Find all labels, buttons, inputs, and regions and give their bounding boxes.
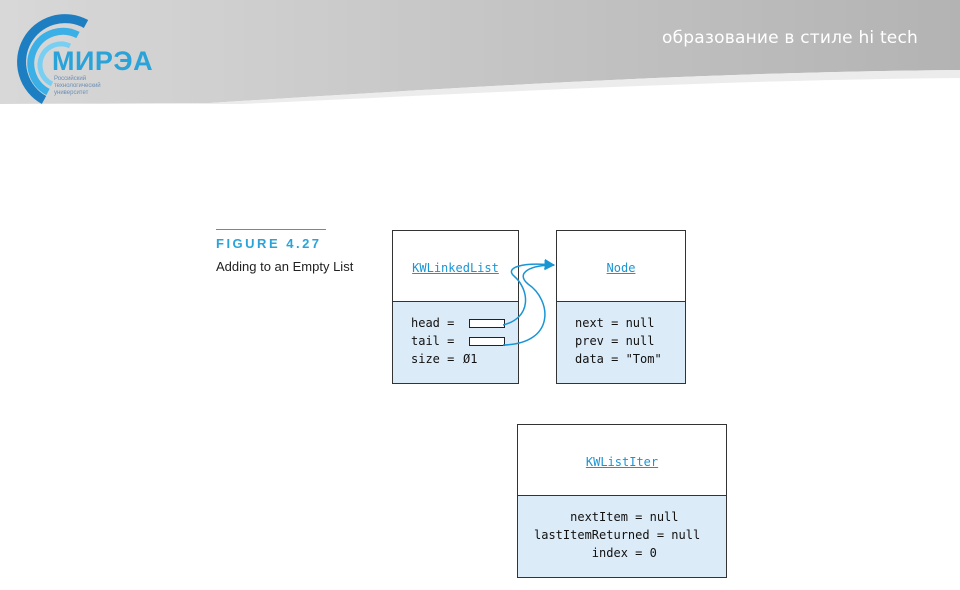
logo-subtitle-line: Российский (54, 76, 87, 82)
node-fields: next = null prev = null data = "Tom" (557, 301, 685, 383)
slogan: образование в стиле hi tech (662, 28, 918, 48)
kwlinkedlist-fields: head = tail = size = Ø1 (393, 301, 518, 383)
kwlistiter-box: KWListIter nextItem = null lastItemRetur… (517, 424, 727, 578)
figure-label: FIGURE 4.27 (216, 236, 322, 251)
field-lastitemreturned: lastItemReturned = null (534, 528, 701, 542)
field-tail: tail = (411, 334, 455, 348)
node-name: Node (606, 261, 636, 275)
field-nextitem: nextItem = null (534, 510, 679, 524)
field-size-label: size = (411, 352, 455, 366)
figure-description: Adding to an Empty List (216, 259, 354, 274)
field-head: head = (411, 316, 455, 330)
head-pointer-box (469, 319, 505, 328)
field-size-value: Ø1 (463, 352, 478, 366)
tail-pointer-box (469, 337, 505, 346)
kwlinkedlist-name: KWLinkedList (412, 261, 499, 275)
field-data: data = "Tom" (575, 352, 662, 366)
header-banner: МИРЭА Российский технологический универс… (0, 0, 960, 104)
caption-rule (216, 229, 326, 230)
field-index: index = 0 (534, 546, 657, 560)
field-prev: prev = null (575, 334, 655, 348)
kwlistiter-fields: nextItem = null lastItemReturned = null … (518, 495, 726, 577)
logo-subtitle: Российский технологический университет (54, 76, 134, 97)
kwlistiter-name: KWListIter (585, 455, 659, 469)
logo-subtitle-line: технологический (54, 83, 101, 89)
banner-background (0, 0, 960, 104)
field-next: next = null (575, 316, 655, 330)
logo-wordmark: МИРЭА (52, 46, 154, 76)
logo-subtitle-line: университет (54, 90, 89, 96)
node-box: Node next = null prev = null data = "Tom… (556, 230, 686, 384)
kwlinkedlist-box: KWLinkedList head = tail = size = Ø1 (392, 230, 519, 384)
logo-emblem-icon (17, 14, 89, 104)
